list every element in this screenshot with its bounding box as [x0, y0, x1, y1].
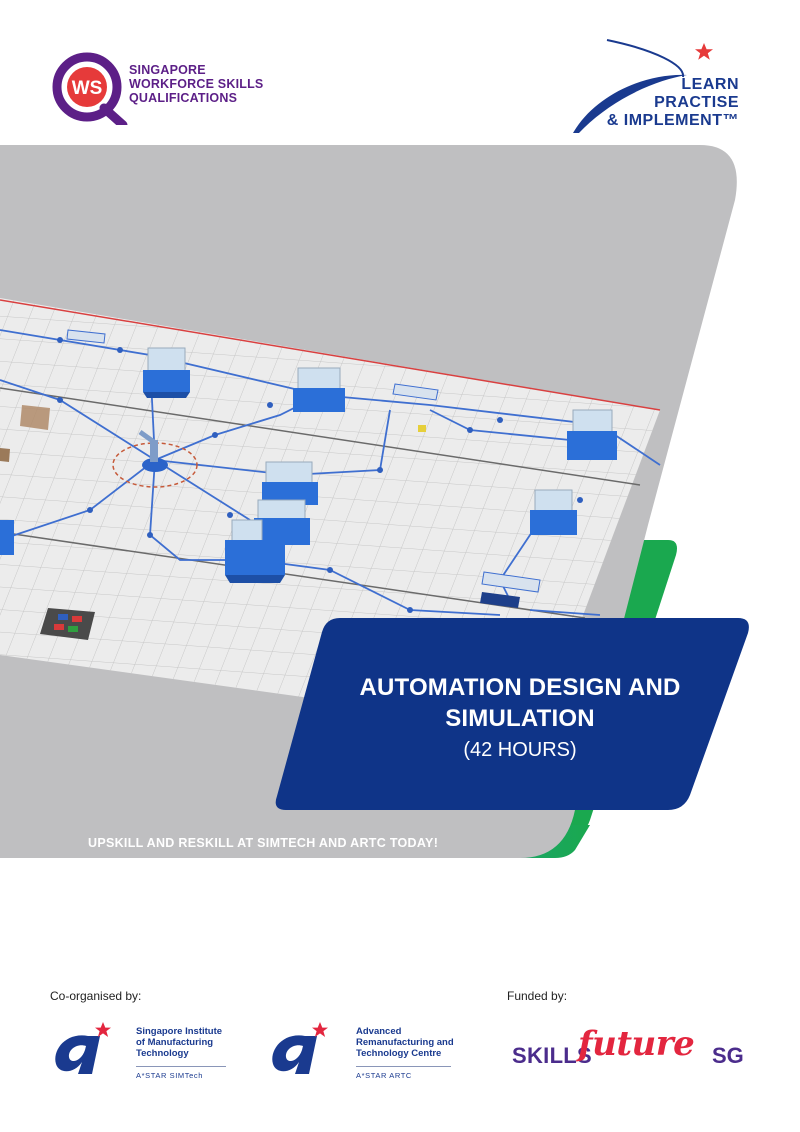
astar-a-icon — [55, 1022, 111, 1074]
lpi-line-1: LEARN — [681, 76, 739, 93]
wsq-line-3: QUALIFICATIONS — [129, 91, 238, 105]
skillsfuture-sg-text: SG — [712, 1043, 744, 1068]
course-hours: (42 HOURS) — [463, 739, 577, 761]
robot-arm-icon — [138, 429, 168, 472]
wsq-logo: WS — [52, 52, 128, 125]
simtech-name: Singapore Institute of Manufacturing Tec… — [136, 1026, 246, 1059]
artc-name-line-1: Advanced — [356, 1026, 402, 1037]
artc-name-line-3: Technology Centre — [356, 1048, 442, 1059]
skillsfuture-skills-text: SKILLS — [512, 1043, 593, 1068]
lpi-line-3: & IMPLEMENT™ — [606, 112, 739, 129]
course-title-block: AUTOMATION DESIGN AND SIMULATION (42 HOU… — [310, 672, 730, 764]
simtech-name-line-3: Technology — [136, 1048, 189, 1059]
co-organised-label: Co-organised by: — [50, 989, 142, 1003]
wsq-line-1: SINGAPORE — [129, 63, 206, 77]
wsq-line-2: WORKFORCE SKILLS — [129, 77, 264, 91]
artc-name: Advanced Remanufacturing and Technology … — [356, 1026, 476, 1059]
lpi-line-2: PRACTISE — [654, 94, 739, 111]
simtech-sub: A*STAR SIMTech — [136, 1071, 204, 1080]
hero-banner — [0, 145, 749, 858]
wsq-badge-text: WS — [72, 78, 103, 99]
funded-by-label: Funded by: — [507, 989, 568, 1003]
course-title-line-1: AUTOMATION DESIGN AND — [359, 674, 681, 701]
artc-sub: A*STAR ARTC — [356, 1071, 412, 1080]
wsq-wordmark: SINGAPORE WORKFORCE SKILLS QUALIFICATION… — [129, 63, 263, 105]
astar-a-icon — [272, 1022, 328, 1074]
learn-practise-implement-logo — [573, 39, 713, 133]
artc-name-line-2: Remanufacturing and — [356, 1037, 454, 1048]
artc-divider — [356, 1066, 451, 1067]
connection-nodes — [57, 337, 583, 613]
simtech-name-line-2: of Manufacturing — [136, 1037, 214, 1048]
star-icon — [695, 43, 713, 60]
title-box — [275, 618, 749, 810]
tagline: UPSKILL AND RESKILL AT SIMTECH AND ARTC … — [88, 836, 439, 850]
simtech-divider — [136, 1066, 226, 1067]
skillsfuture-future-text: future — [578, 1024, 695, 1064]
machine-stations — [0, 329, 617, 640]
simtech-name-line-1: Singapore Institute — [136, 1026, 223, 1037]
lpi-wordmark: LEARN PRACTISE & IMPLEMENT™ — [607, 76, 739, 130]
course-title-line-2: SIMULATION — [445, 705, 595, 732]
